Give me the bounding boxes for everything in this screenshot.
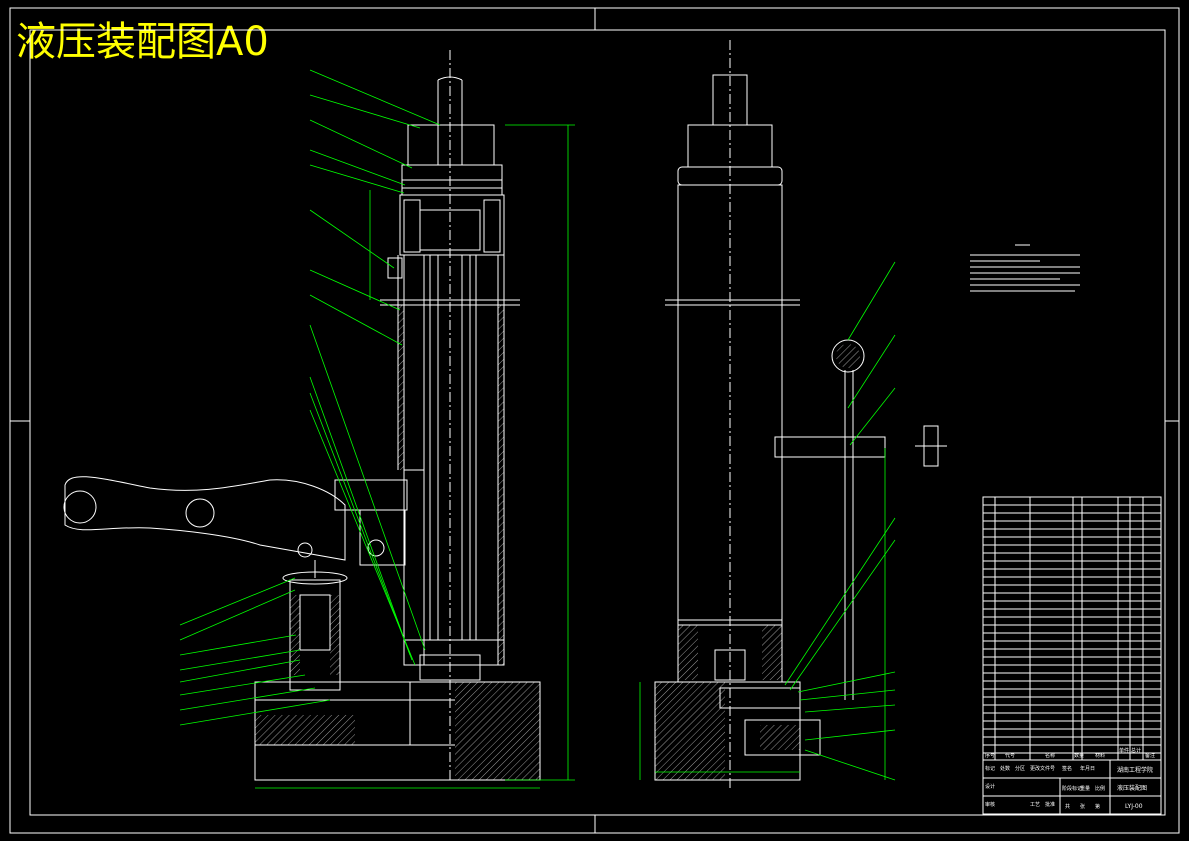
- label-4: 签名: [1062, 765, 1072, 772]
- label-8: 比例: [1095, 785, 1105, 792]
- front-section-view: [63, 50, 541, 781]
- header-col-4: 材料: [1095, 752, 1105, 759]
- label-1: 处数: [1000, 765, 1010, 772]
- technical-notes: [970, 244, 1080, 292]
- label-5: 年月日: [1080, 765, 1095, 772]
- drawing-name: 液压装配图: [1117, 784, 1147, 792]
- label-14: 张: [1080, 803, 1085, 810]
- title-block: 湖南工程学院 液压装配图 LYJ-00 序号 代号 名称 数量 材料 单件 总计…: [982, 496, 1162, 815]
- label-11: 工艺: [1030, 802, 1040, 808]
- label-12: 批准: [1045, 801, 1055, 808]
- label-7: 重量: [1080, 785, 1090, 792]
- header-col-3: 数量: [1074, 752, 1084, 759]
- label-10: 审核: [985, 801, 995, 808]
- sheet-border: [9, 7, 1180, 834]
- label-13: 共: [1065, 803, 1070, 810]
- label-0: 标记: [985, 765, 995, 772]
- side-exterior-view: [654, 40, 947, 790]
- header-col-0: 序号: [985, 752, 995, 759]
- header-col-1: 代号: [1005, 752, 1015, 759]
- label-6: 阶段标记: [1062, 785, 1082, 792]
- header-col-6: 总计: [1131, 747, 1141, 754]
- parts-list-rows: [983, 504, 1161, 754]
- label-15: 第: [1095, 803, 1100, 810]
- label-3: 更改文件号: [1030, 765, 1055, 772]
- drawing-number: LYJ-00: [1125, 803, 1143, 810]
- drawing-title: 液压装配图A0: [16, 19, 269, 65]
- school-name: 湖南工程学院: [1117, 766, 1153, 774]
- header-col-2: 名称: [1045, 752, 1055, 759]
- dimension-leaders: [179, 69, 896, 789]
- header-col-7: 备注: [1145, 752, 1155, 759]
- label-9: 设计: [985, 783, 995, 790]
- label-2: 分区: [1015, 765, 1025, 772]
- header-col-5: 单件: [1119, 747, 1129, 754]
